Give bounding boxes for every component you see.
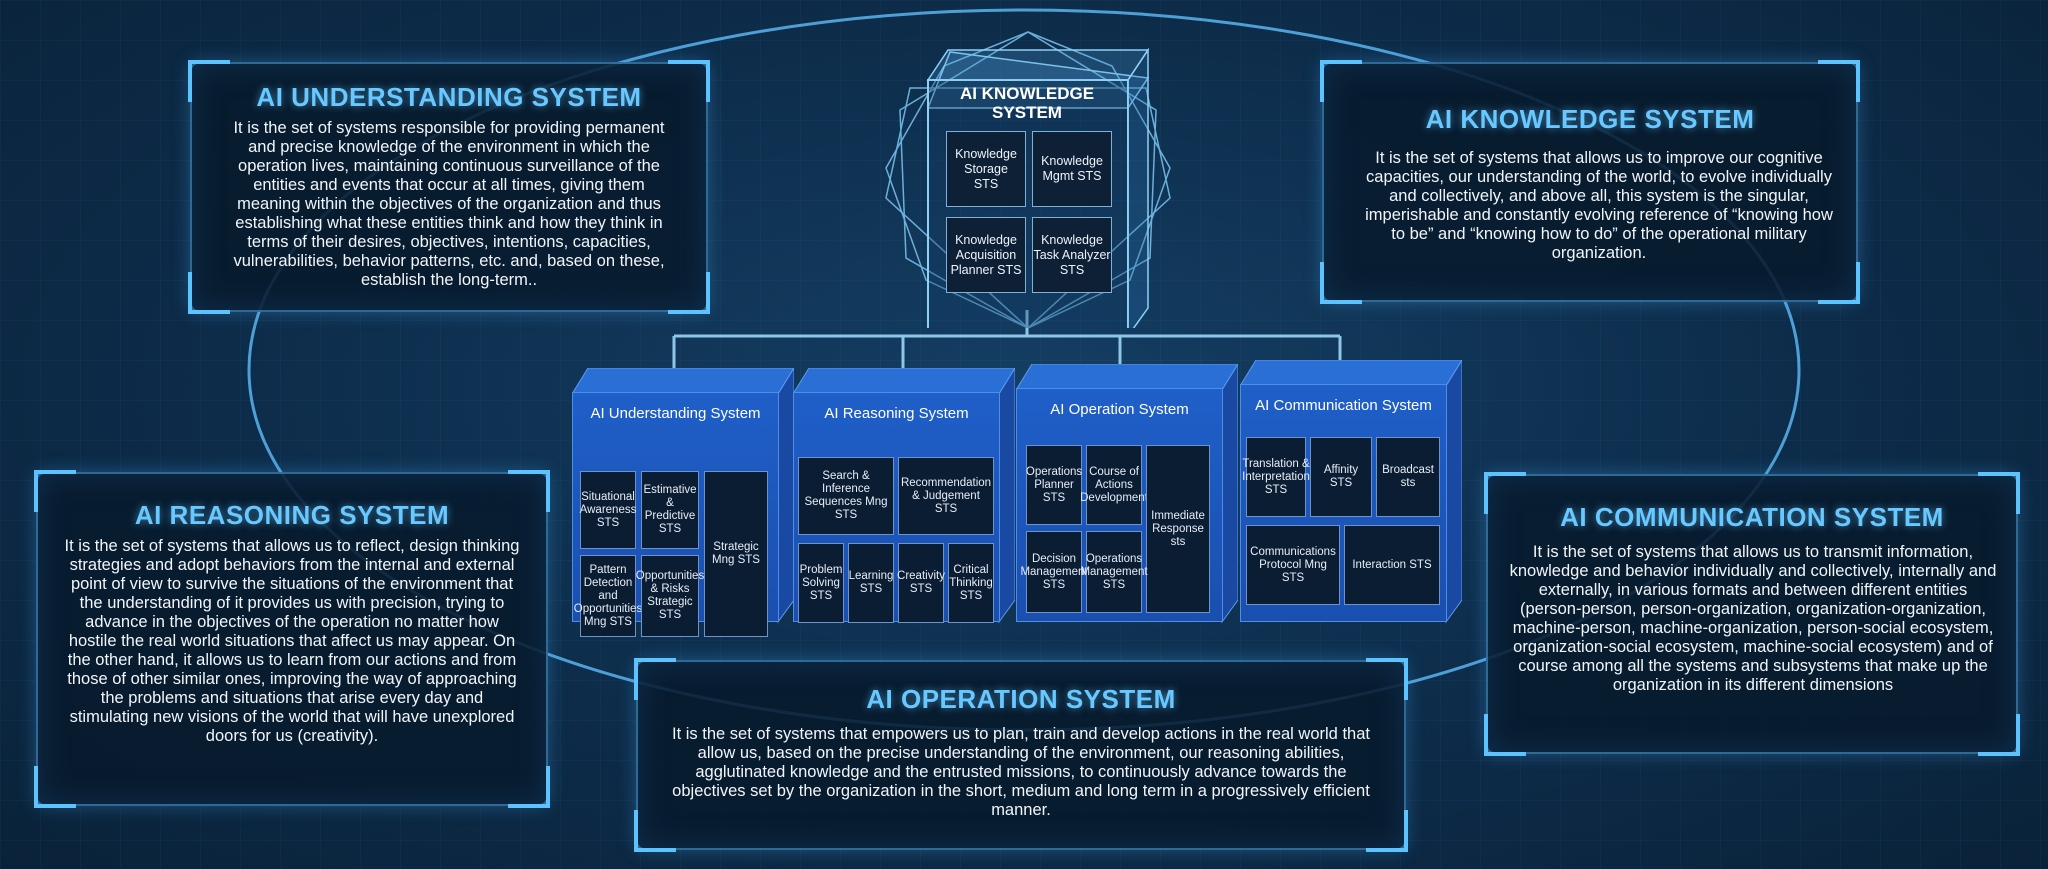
panel-text: It is the set of systems that allows us … (1365, 149, 1833, 262)
module-operation: AI Operation System Operations Planner S… (1016, 364, 1238, 624)
panel-title: AI OPERATION SYSTEM (866, 684, 1176, 714)
panel-title: AI UNDERSTANDING SYSTEM (256, 82, 642, 112)
module-title: AI Reasoning System (824, 405, 969, 422)
cell-immediate-response: Immediate Response sts (1146, 445, 1210, 613)
module-reasoning: AI Reasoning System Search & Inference S… (793, 368, 1015, 624)
panel-reasoning: AI REASONING SYSTEM It is the set of sys… (34, 470, 550, 808)
cell-learning: Learning STS (848, 543, 894, 623)
cube-wireframe-icon (885, 31, 1171, 328)
kcell-task-analyzer: Knowledge Task Analyzer STS (1032, 217, 1112, 293)
cell-recommendation-judgement: Recommendation & Judgement STS (898, 457, 994, 535)
panel-understanding: AI UNDERSTANDING SYSTEM It is the set of… (188, 60, 710, 314)
module-top (1016, 364, 1238, 390)
cell-problem-solving: Problem Solving STS (798, 543, 844, 623)
module-communication: AI Communication System Translation & In… (1240, 360, 1462, 624)
panel-text: It is the set of systems that allows us … (64, 537, 520, 745)
cell-operations-planner: Operations Planner STS (1026, 445, 1082, 525)
module-top (793, 368, 1015, 394)
panel-text: It is the set of systems responsible for… (233, 119, 665, 289)
cell-course-of-actions: Course of Actions Development (1080, 445, 1148, 525)
panel-title: AI COMMUNICATION SYSTEM (1560, 502, 1944, 532)
module-top (1240, 360, 1462, 386)
module-top (572, 368, 794, 394)
module-title: AI Understanding System (590, 405, 761, 422)
cell-estimative-predictive: Estimative & Predictive STS (641, 471, 699, 549)
kcell-mgmt: Knowledge Mgmt STS (1032, 131, 1112, 207)
module-understanding: AI Understanding System Situational Awar… (572, 368, 794, 637)
panel-text: It is the set of systems that allows us … (1509, 543, 1997, 694)
cell-situational-awareness: Situational Awareness STS (580, 471, 636, 549)
cell-critical-thinking: Critical Thinking STS (948, 543, 994, 623)
cell-interaction: Interaction STS (1344, 525, 1440, 605)
panel-operation: AI OPERATION SYSTEM It is the set of sys… (634, 658, 1408, 852)
cell-search-inference: Search & Inference Sequences Mng STS (798, 457, 894, 535)
panel-knowledge: AI KNOWLEDGE SYSTEM It is the set of sys… (1320, 60, 1860, 304)
cell-operations-management: Operations Management STS (1080, 531, 1148, 613)
module-title: AI Operation System (1050, 401, 1189, 418)
panel-title: AI REASONING SYSTEM (134, 500, 450, 530)
cell-communications-protocol: Communications Protocol Mng STS (1246, 525, 1340, 605)
cell-opportunities-risks: Opportunities & Risks Strategic STS (636, 555, 704, 637)
cell-translation-interpretation: Translation & Interpretation STS (1242, 437, 1310, 517)
panel-title: AI KNOWLEDGE SYSTEM (1425, 104, 1755, 134)
kcell-acquisition: Knowledge Acquisition Planner STS (946, 217, 1026, 293)
cell-affinity: Affinity STS (1310, 437, 1372, 517)
cell-strategic-mng: Strategic Mng STS (704, 471, 768, 637)
cell-decision-management: Decision Management STS (1020, 531, 1088, 613)
knowledge-cube-title: AI KNOWLEDGE SYSTEM (959, 84, 1095, 122)
knowledge-cube: AI KNOWLEDGE SYSTEM Knowledge Storage ST… (880, 28, 1176, 328)
cell-broadcast: Broadcast sts (1376, 437, 1440, 517)
panel-communication: AI COMMUNICATION SYSTEM It is the set of… (1484, 472, 2020, 756)
kcell-storage: Knowledge Storage STS (946, 131, 1026, 207)
cell-creativity: Creativity STS (897, 543, 945, 623)
cell-pattern-detection: Pattern Detection and Opportunities Mng … (574, 555, 642, 637)
panel-text: It is the set of systems that empowers u… (672, 725, 1370, 819)
module-title: AI Communication System (1255, 397, 1432, 414)
